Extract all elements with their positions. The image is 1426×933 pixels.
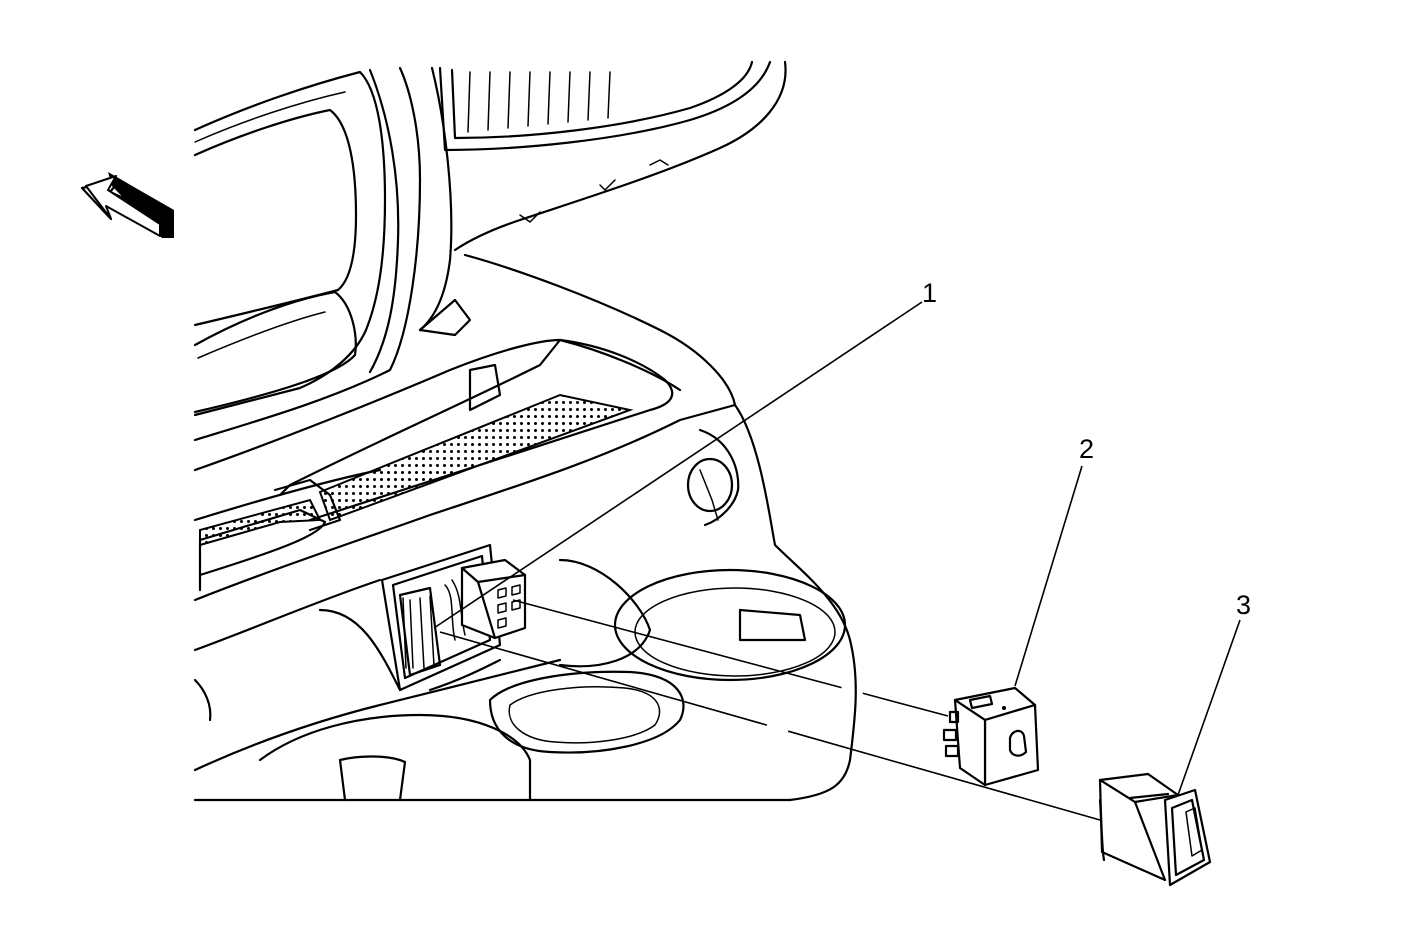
callout-1: 1 [922,278,937,308]
component-2-switch [942,686,1040,787]
component-3-switch [1098,772,1212,887]
install-path-3 [439,631,1101,821]
leader-lines [433,301,1241,821]
callout-2: 2 [1079,434,1094,464]
forward-arrow-icon [80,172,174,238]
instrument-panel [193,60,787,602]
leader-line-2 [1014,465,1083,687]
callout-3: 3 [1236,590,1251,620]
switch-bezel [380,543,527,692]
leader-line-3 [1177,619,1241,796]
install-path-2 [512,599,949,717]
leader-line-1 [433,301,923,629]
